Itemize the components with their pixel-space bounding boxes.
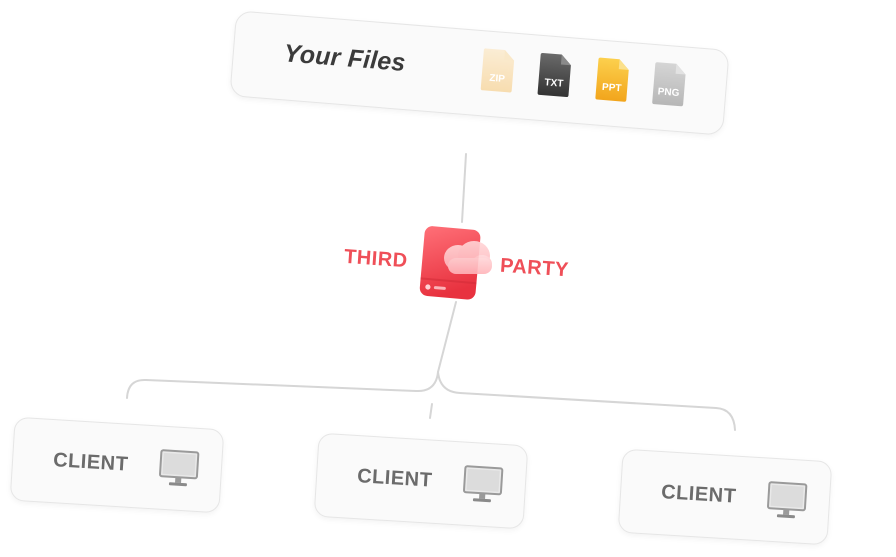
png-file-icon[interactable]: PNG — [651, 61, 687, 108]
ppt-file-icon[interactable]: PPT — [594, 56, 630, 103]
connector-right-branch — [437, 371, 736, 431]
connector-files-to-hub — [461, 153, 467, 223]
files-card: Your Files ZIP — [229, 10, 730, 136]
client-card-1[interactable]: CLIENT — [9, 416, 225, 514]
png-file-label: PNG — [657, 86, 680, 99]
client-card-3[interactable]: CLIENT — [617, 448, 833, 546]
client-card-2[interactable]: CLIENT — [313, 432, 529, 530]
ppt-file-label: PPT — [602, 82, 622, 95]
client-label: CLIENT — [356, 465, 433, 492]
cloud-drive-icon[interactable] — [414, 222, 494, 304]
txt-file-label: TXT — [544, 77, 564, 89]
third-label: THIRD — [343, 245, 409, 273]
txt-file-icon[interactable]: TXT — [536, 52, 572, 99]
zip-file-icon[interactable]: ZIP — [480, 47, 516, 94]
connector-center-branch — [429, 403, 433, 419]
monitor-icon — [462, 465, 504, 505]
files-title: Your Files — [282, 39, 407, 77]
monitor-icon — [158, 449, 200, 489]
connector-left-branch — [126, 371, 439, 399]
zip-file-label: ZIP — [489, 73, 506, 85]
connector-hub-to-branch — [437, 301, 457, 373]
party-label: PARTY — [499, 254, 570, 282]
client-label: CLIENT — [52, 449, 129, 476]
client-label: CLIENT — [660, 481, 737, 508]
monitor-icon — [766, 481, 808, 521]
